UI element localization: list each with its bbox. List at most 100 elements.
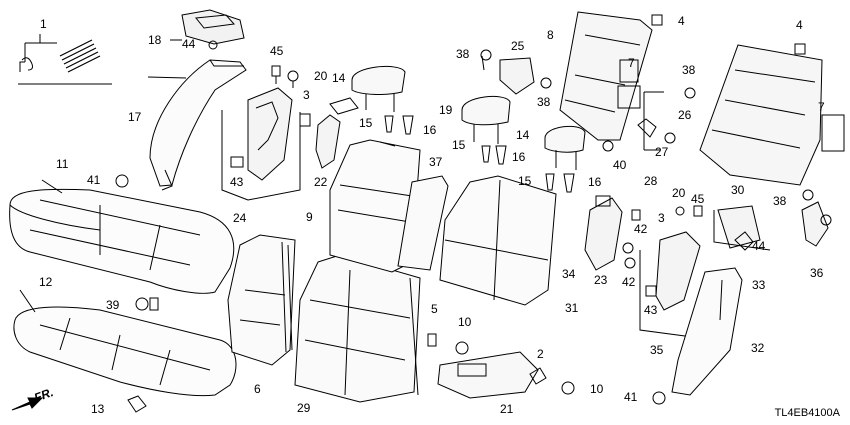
part-4-nut: [651, 14, 663, 26]
part-18-cover: [170, 9, 245, 50]
part-13-clip: [127, 395, 147, 413]
part-1-clip-set: [18, 34, 112, 85]
label-38c: 38: [682, 63, 696, 77]
part-16-guide-c: [563, 173, 575, 193]
part-27-clip: [637, 118, 657, 138]
label-10b: 10: [590, 382, 604, 396]
label-16c: 16: [588, 175, 602, 189]
part-2-clip: [529, 367, 547, 385]
part-24-bracket: [221, 87, 301, 201]
label-15b: 15: [452, 138, 466, 152]
part-44-clip: [734, 231, 754, 251]
part-39-bolt: [149, 297, 159, 311]
part-20-clip: [287, 70, 299, 88]
part-37-pad: [397, 175, 449, 271]
part-31-seatback-right: [439, 175, 557, 306]
part-28-bracket: [643, 91, 664, 151]
part-14-headrest-left: [351, 66, 406, 112]
part-3-screw: [631, 209, 641, 221]
label-12: 12: [39, 275, 53, 289]
part-22-latch: [299, 97, 359, 169]
label-27: 27: [655, 145, 669, 159]
label-13: 13: [91, 402, 105, 416]
part-43-clip: [645, 285, 657, 297]
label-7b: 7: [818, 100, 825, 114]
label-21: 21: [500, 402, 514, 416]
label-31: 31: [565, 301, 579, 315]
label-36: 36: [810, 266, 824, 280]
label-5: 5: [431, 302, 438, 316]
part-45-bolt: [271, 65, 281, 84]
label-44: 44: [182, 37, 196, 51]
label-4b: 4: [796, 18, 803, 32]
label-43b: 43: [644, 303, 658, 317]
part-25-bracket: [481, 55, 535, 95]
label-1: 1: [40, 17, 47, 31]
label-10: 10: [458, 315, 472, 329]
label-7: 7: [628, 56, 635, 70]
label-41b: 41: [624, 390, 638, 404]
label-44b: 44: [752, 239, 766, 253]
label-35: 35: [650, 343, 664, 357]
label-37: 37: [429, 155, 443, 169]
label-16b: 16: [512, 150, 526, 164]
label-25: 25: [511, 39, 525, 53]
part-26-nut: [664, 132, 676, 144]
part-7-pad: [617, 85, 641, 109]
label-28: 28: [644, 174, 658, 188]
part-16-guide-b: [495, 145, 507, 165]
part-5-bolt: [427, 333, 437, 347]
label-34: 34: [562, 267, 576, 281]
label-45: 45: [270, 44, 284, 58]
part-20-clip-b: [675, 206, 685, 216]
label-3b: 3: [658, 211, 665, 225]
part-17-side-trim: [147, 59, 247, 191]
label-38: 38: [456, 47, 470, 61]
label-23: 23: [594, 273, 608, 287]
part-30-frame: [699, 44, 845, 186]
diagram-code: TL4EB4100A: [774, 407, 840, 419]
part-41-bolt: [115, 174, 129, 188]
part-41-bolt-b: [652, 391, 666, 405]
label-42: 42: [634, 222, 648, 236]
label-2: 2: [537, 347, 544, 361]
label-20b: 20: [672, 186, 686, 200]
part-15-guide-c: [545, 173, 555, 191]
label-39: 39: [106, 298, 120, 312]
part-45-bolt-b: [693, 205, 703, 217]
label-15c: 15: [518, 174, 532, 188]
front-arrow-icon: [11, 397, 44, 411]
label-19: 19: [439, 103, 453, 117]
label-8: 8: [547, 28, 554, 42]
label-11: 11: [56, 157, 69, 171]
label-14: 14: [332, 71, 346, 85]
part-40-bolt: [602, 140, 614, 152]
part-9-seatback-panel: [329, 139, 421, 273]
label-45b: 45: [691, 192, 705, 206]
part-16-guide: [402, 115, 414, 135]
label-26: 26: [678, 108, 692, 122]
part-15-guide-b: [481, 145, 491, 163]
part-32-side-trim: [671, 267, 743, 396]
label-4: 4: [678, 14, 685, 28]
part-10-bushing: [455, 341, 575, 395]
label-38b: 38: [537, 95, 551, 109]
part-8-frame: [559, 11, 653, 141]
part-21-center-armrest: [437, 351, 539, 399]
part-19-headrest-center: [461, 96, 511, 144]
label-43: 43: [230, 175, 244, 189]
label-41: 41: [87, 173, 101, 187]
label-3: 3: [303, 88, 310, 102]
label-24: 24: [233, 211, 247, 225]
label-14b: 14: [516, 128, 530, 142]
part-12-seat-base: [13, 289, 237, 397]
label-32: 32: [751, 341, 765, 355]
part-14-headrest-right: [544, 125, 586, 170]
part-36-hinge: [801, 201, 829, 247]
label-15: 15: [359, 116, 373, 130]
label-33: 33: [752, 278, 766, 292]
label-6: 6: [254, 382, 261, 396]
part-38-bolt: [480, 49, 832, 226]
